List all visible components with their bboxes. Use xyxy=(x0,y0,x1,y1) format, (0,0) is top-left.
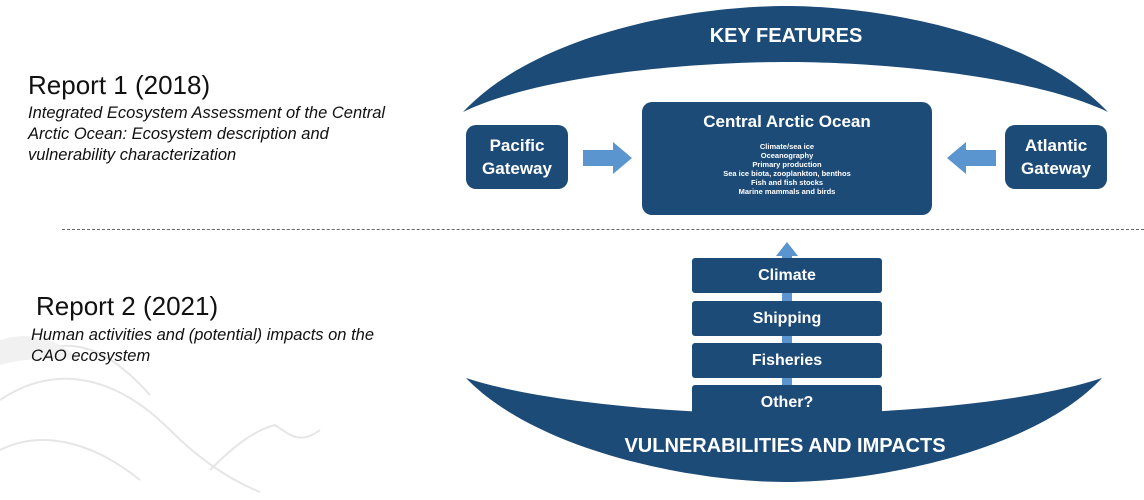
driver-climate-box: Climate xyxy=(692,258,882,293)
up-arrow-head xyxy=(776,242,798,256)
driver-other-box: Other? xyxy=(692,385,882,420)
left-arrow xyxy=(583,142,632,174)
report-1-subtitle: Integrated Ecosystem Assessment of the C… xyxy=(28,103,385,166)
central-item: Oceanography xyxy=(760,151,814,160)
report-2-subtitle-line: Human activities and (potential) impacts… xyxy=(31,326,375,344)
bottom-band xyxy=(466,378,1102,482)
central-item: Sea ice biota, zooplankton, benthos xyxy=(723,169,851,178)
atlantic-gateway-line: Atlantic xyxy=(1024,136,1088,155)
pacific-gateway-line: Pacific xyxy=(489,136,545,155)
central-item: Fish and fish stocks xyxy=(750,178,824,187)
report-1-subtitle-line: Integrated Ecosystem Assessment of the C… xyxy=(28,104,386,122)
central-title: Central Arctic Ocean xyxy=(703,112,871,131)
report-2-subtitle-line: CAO ecosystem xyxy=(31,347,151,365)
central-item: Primary production xyxy=(752,160,822,169)
atlantic-gateway-box: Atlantic Gateway xyxy=(1005,125,1107,189)
report-1-subtitle-line: Arctic Ocean: Ecosystem description and xyxy=(28,125,329,143)
central-item: Climate/sea ice xyxy=(759,142,815,151)
section-divider xyxy=(62,229,1144,230)
report-2-subtitle: Human activities and (potential) impacts… xyxy=(31,325,374,367)
report-1-title: Report 1 (2018) xyxy=(28,70,211,100)
driver-fisheries-box: Fisheries xyxy=(692,343,882,378)
central-item: Marine mammals and birds xyxy=(738,187,836,196)
right-arrow xyxy=(947,142,996,174)
vulnerabilities-label: VULNERABILITIES AND IMPACTS xyxy=(624,435,946,457)
pacific-gateway-line: Gateway xyxy=(482,159,552,178)
report-2-title: Report 2 (2021) xyxy=(36,291,219,321)
pacific-gateway-box: Pacific Gateway xyxy=(466,125,568,189)
driver-shipping-box: Shipping xyxy=(692,301,882,336)
top-band xyxy=(463,6,1108,112)
report-1-subtitle-line: vulnerability characterization xyxy=(28,146,237,164)
atlantic-gateway-line: Gateway xyxy=(1021,159,1091,178)
key-features-label: KEY FEATURES xyxy=(709,25,863,47)
central-arctic-ocean-box: Central Arctic Ocean Climate/sea ice Oce… xyxy=(642,102,932,215)
